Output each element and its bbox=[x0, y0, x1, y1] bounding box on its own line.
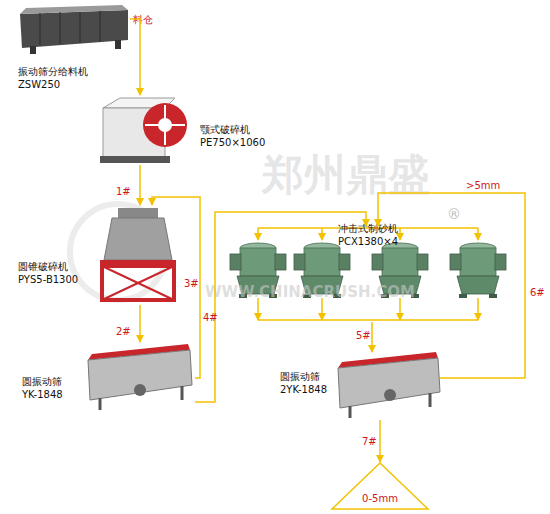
feeder-illustration bbox=[80, 12, 81, 43]
distribution-line bbox=[257, 228, 259, 240]
product-size: 0-5mm bbox=[330, 492, 430, 505]
sand-maker-illustration bbox=[450, 243, 506, 298]
distribution-line bbox=[399, 228, 401, 240]
feeder-illustration bbox=[20, 5, 128, 14]
distribution-line bbox=[477, 228, 479, 240]
feeder-illustration bbox=[20, 10, 128, 48]
feeder-illustration bbox=[20, 5, 128, 54]
vibrating-screen-illustration bbox=[338, 358, 440, 408]
vibrating-screen-illustration bbox=[88, 350, 192, 400]
equipment-node: 振动筛分给料机 ZSW250 bbox=[18, 5, 130, 55]
cone-crusher-illustration bbox=[104, 218, 172, 260]
equipment-label: 圆振动筛 YK-1848 bbox=[22, 375, 72, 401]
jaw-crusher-illustration bbox=[158, 118, 172, 132]
vibrating-screen-illustration bbox=[88, 344, 192, 410]
vibrating-screen-illustration bbox=[349, 406, 352, 418]
stream-number: 3# bbox=[184, 278, 199, 290]
vibrating-screen-illustration bbox=[134, 384, 146, 396]
stream-number: 5# bbox=[356, 330, 371, 342]
material-flow-arrow bbox=[378, 193, 525, 378]
distribution-line bbox=[321, 228, 323, 240]
equipment-node: 圆振动筛 YK-1848 bbox=[85, 342, 195, 410]
distribution-line bbox=[477, 298, 479, 320]
stream-number: 6# bbox=[530, 287, 545, 299]
material-flow-arrow bbox=[195, 212, 366, 402]
vibrating-screen-illustration bbox=[338, 352, 440, 418]
material-flow-arrow bbox=[139, 305, 141, 342]
material-flow-arrow bbox=[152, 197, 200, 378]
cone-crusher-illustration bbox=[102, 266, 174, 300]
distribution-line bbox=[258, 319, 478, 321]
material-flow-arrow bbox=[371, 322, 373, 352]
feeder-illustration bbox=[30, 46, 36, 54]
equipment-node: 颚式破碎机 PE750×1060 bbox=[95, 95, 185, 165]
product-pile: 0-5mm bbox=[330, 462, 430, 510]
vibrating-screen-illustration bbox=[429, 393, 432, 407]
equipment-label: 颚式破碎机 PE750×1060 bbox=[200, 123, 264, 149]
size-label: >5mm bbox=[466, 180, 500, 192]
equipment-node: 冲击式制砂机 PCX1380×4 bbox=[228, 226, 510, 322]
feeder-illustration bbox=[60, 12, 61, 44]
equipment-label: 冲击式制砂机 PCX1380×4 bbox=[338, 222, 410, 248]
stream-number: 2# bbox=[116, 326, 131, 338]
distribution-line bbox=[399, 298, 401, 320]
equipment-label: 振动筛分给料机 ZSW250 bbox=[18, 65, 98, 91]
stream-number: 7# bbox=[362, 436, 377, 448]
watermark: ® bbox=[447, 206, 461, 223]
cone-crusher-illustration bbox=[100, 208, 176, 300]
watermark: WWW.CHINACRUSH.COM bbox=[205, 283, 415, 301]
feeder-illustration bbox=[40, 13, 41, 45]
equipment-node: 圆锥破碎机 PYS5-B1300 bbox=[98, 205, 178, 305]
equipment-label: 圆锥破碎机 PYS5-B1300 bbox=[18, 260, 82, 286]
vibrating-screen-illustration bbox=[384, 389, 396, 401]
feeder-illustration bbox=[100, 11, 101, 42]
vibrating-screen-illustration bbox=[99, 398, 102, 410]
equipment-node: 圆振动筛 2YK-1848 bbox=[335, 352, 440, 420]
equipment-label: 圆振动筛 2YK-1848 bbox=[280, 370, 330, 396]
material-flow-arrow bbox=[139, 165, 141, 205]
material-flow-arrow bbox=[130, 19, 140, 95]
cone-crusher-illustration bbox=[102, 266, 174, 300]
stream-number: 1# bbox=[116, 186, 131, 198]
cone-crusher-illustration bbox=[102, 266, 174, 300]
jaw-crusher-illustration bbox=[100, 156, 170, 163]
jaw-crusher-illustration bbox=[143, 103, 187, 147]
bin-label: 料仓 bbox=[133, 14, 153, 26]
distribution-line bbox=[257, 298, 259, 320]
material-flow-arrow bbox=[379, 420, 381, 462]
cone-crusher-illustration bbox=[118, 208, 158, 218]
jaw-crusher-illustration bbox=[100, 98, 187, 163]
distribution-line bbox=[321, 298, 323, 320]
stream-number: 4# bbox=[203, 312, 218, 324]
feeder-illustration bbox=[115, 40, 121, 49]
vibrating-screen-illustration bbox=[181, 386, 184, 400]
